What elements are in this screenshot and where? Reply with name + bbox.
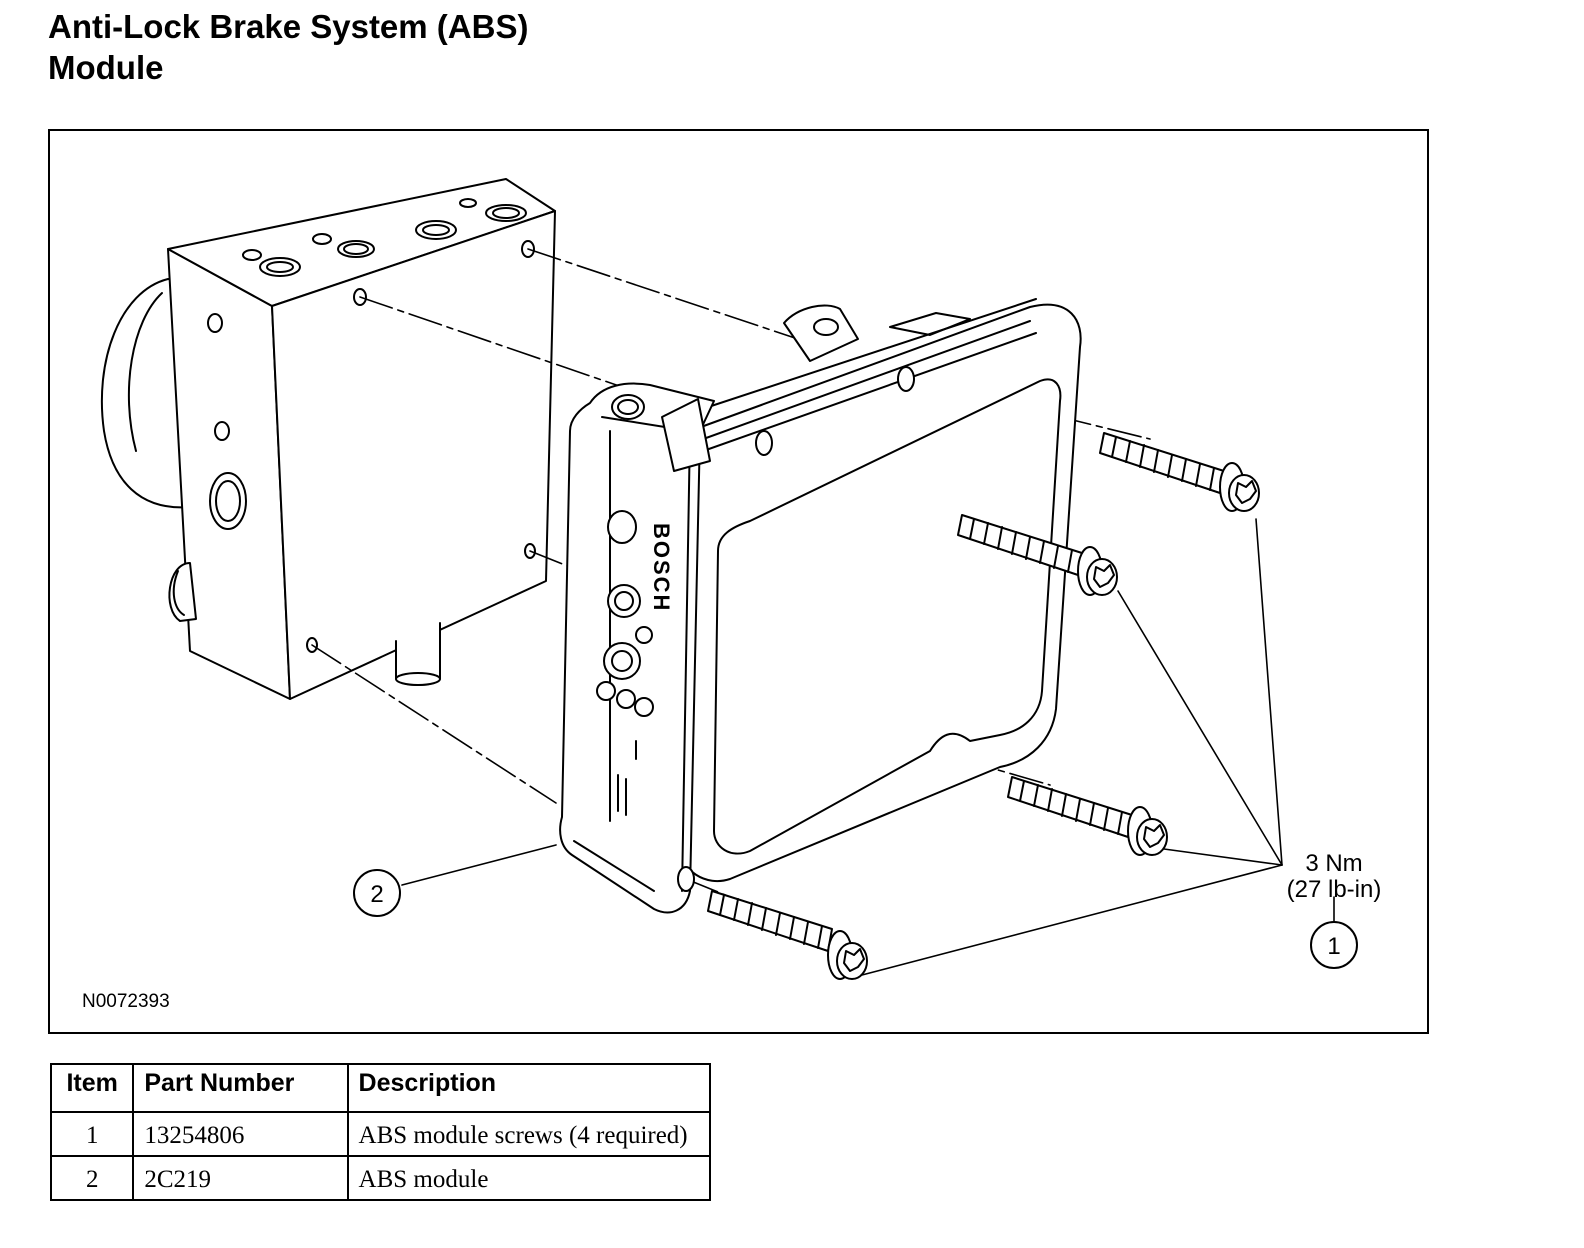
callout-circle-2 xyxy=(353,869,401,917)
cell-item: 1 xyxy=(49,1111,135,1157)
exploded-view-figure: BOSCH 2 1 3 Nm (27 lb-in) N0072393 xyxy=(48,129,1429,1034)
cell-part-number: 13254806 xyxy=(132,1111,349,1157)
screw-3 xyxy=(1007,776,1168,856)
screw-4 xyxy=(707,890,868,980)
title-line-1: Anti-Lock Brake System (ABS) xyxy=(48,8,529,45)
column-header-description: Description xyxy=(346,1063,712,1113)
callout-number-2: 2 xyxy=(370,881,383,908)
abs-module-screws xyxy=(707,432,1260,980)
figure-id-label: N0072393 xyxy=(82,991,170,1012)
abs-module xyxy=(559,298,1082,914)
table-row: 1 13254806 ABS module screws (4 required… xyxy=(49,1111,712,1157)
table-header-row: Item Part Number Description xyxy=(49,1063,712,1113)
abs-module-illustration: BOSCH 2 1 3 Nm (27 lb-in) N0072393 xyxy=(82,178,1382,1012)
parts-table: Item Part Number Description 1 13254806 … xyxy=(49,1063,712,1201)
screw-1 xyxy=(1099,432,1260,512)
torque-imperial: (27 lb-in) xyxy=(1287,876,1382,903)
callout-number-1: 1 xyxy=(1327,933,1340,960)
screw-2 xyxy=(957,514,1118,596)
table-row: 2 2C219 ABS module xyxy=(49,1155,712,1201)
callout-circle-1 xyxy=(1310,921,1358,969)
hydraulic-control-unit xyxy=(100,178,556,700)
cell-item: 2 xyxy=(49,1155,135,1201)
cell-description: ABS module xyxy=(346,1155,712,1201)
leader-lines xyxy=(401,518,1335,976)
column-header-item: Item xyxy=(49,1063,135,1113)
cell-description: ABS module screws (4 required) xyxy=(346,1111,712,1157)
module-brand-text: BOSCH xyxy=(649,523,674,612)
cell-part-number: 2C219 xyxy=(132,1155,349,1201)
torque-value: 3 Nm xyxy=(1305,850,1362,877)
column-header-part-number: Part Number xyxy=(132,1063,349,1113)
page-title: Anti-Lock Brake System (ABS) Module xyxy=(48,6,528,88)
title-line-2: Module xyxy=(48,49,164,86)
